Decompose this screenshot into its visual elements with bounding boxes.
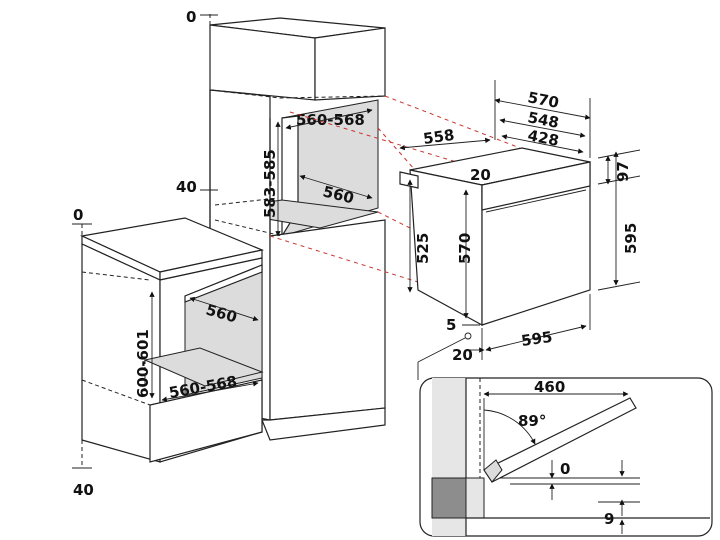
oven-control-panel: [481, 161, 591, 211]
base-cabinet-top-gap-label: 0: [73, 206, 83, 224]
oven-depth-inner-label: 428: [526, 126, 560, 150]
oven-depth-side-label: 558: [422, 126, 456, 148]
door-detail-box: [419, 377, 713, 537]
tall-cabinet-height-label: 583-585: [261, 149, 279, 218]
tall-cabinet-top-gap-label: 0: [186, 8, 196, 26]
oven-front-width-label: 595: [520, 328, 554, 350]
door-bottom-gap-label: 0: [560, 460, 570, 478]
oven-front-height-label: 570: [456, 233, 474, 264]
oven-panel-height-label: 97: [614, 161, 632, 182]
oven-depth-body-label: 548: [526, 108, 560, 132]
door-open-depth-label: 460: [534, 378, 565, 396]
tall-cabinet-side-gap-label: 40: [176, 178, 197, 196]
base-cabinet: [80, 217, 265, 466]
detail-callout-marker: [464, 332, 472, 340]
door-floor-gap-label: 9: [604, 510, 614, 528]
door-angle-label: 89°: [518, 412, 546, 430]
oven-total-height-label: 595: [622, 223, 640, 254]
cabinet-base-block: [431, 477, 467, 519]
oven-bottom-gap-label: 5: [446, 316, 456, 334]
alignment-guides: [269, 95, 521, 283]
oven-panel-offset-label: 20: [470, 166, 491, 184]
oven-depth-total-label: 570: [526, 88, 560, 112]
oven-bottom-offset-label: 20: [452, 346, 473, 364]
base-cabinet-bottom-gap-label: 40: [73, 481, 94, 499]
base-cabinet-height-label: 600-601: [134, 329, 152, 398]
oven-body-height-label: 525: [414, 233, 432, 264]
